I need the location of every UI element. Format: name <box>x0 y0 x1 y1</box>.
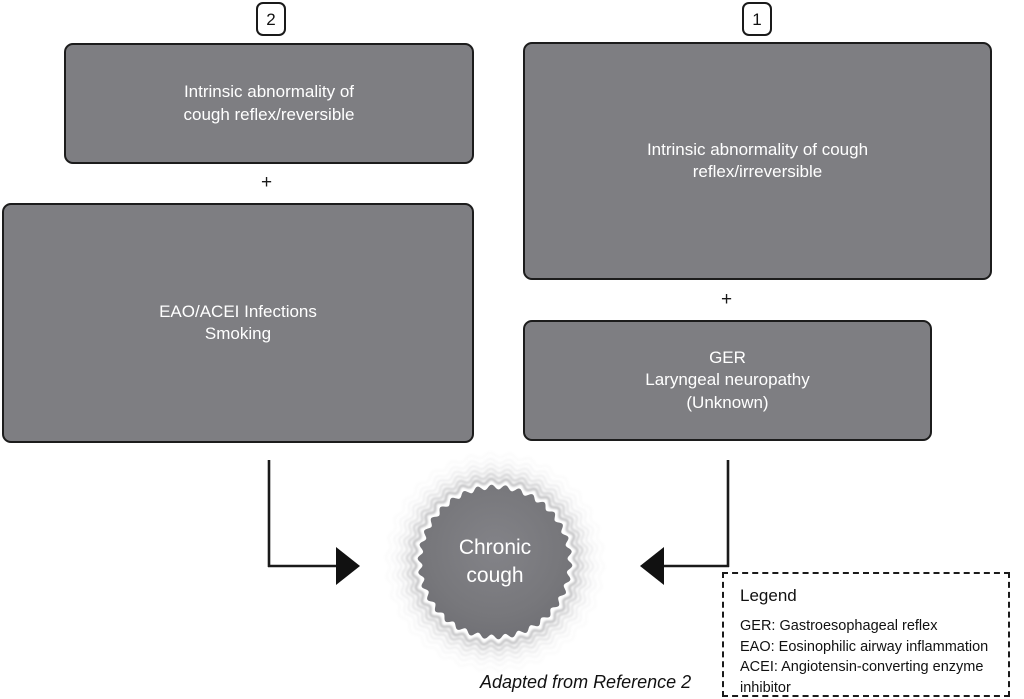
box-ger-laryngeal-neuropathy: GER Laryngeal neuropathy (Unknown) <box>523 320 932 441</box>
arrow-right-to-center <box>640 460 730 585</box>
pathway-badge-2-label: 2 <box>266 9 276 29</box>
pathway-badge-1-label: 1 <box>752 9 762 29</box>
figure-caption: Adapted from Reference 2 <box>480 672 692 692</box>
center-node-chronic-cough: Chronic cough <box>345 447 645 677</box>
chronic-cough-halo-icon <box>385 452 605 672</box>
box-intrinsic-irreversible-label: Intrinsic abnormality of cough reflex/ir… <box>646 139 869 181</box>
box-eao-acei-infections-smoking-label: EAO/ACEI Infections Smoking <box>159 301 317 343</box>
legend-entry-eao: EAO: Eosinophilic airway inflammation <box>740 638 989 655</box>
legend-entry-acei: ACEI: Angiotensin-converting enzyme inhi… <box>740 659 984 696</box>
box-ger-laryngeal-neuropathy-label: GER Laryngeal neuropathy (Unknown) <box>645 347 810 412</box>
pathway-badge-1: 1 <box>742 2 772 36</box>
pathway-badge-2: 2 <box>256 2 286 36</box>
plus-operator-left: + <box>261 172 273 193</box>
box-eao-acei-infections-smoking: EAO/ACEI Infections Smoking <box>2 203 474 443</box>
legend-box: Legend GER: Gastroesophageal reflex EAO:… <box>722 572 1010 697</box>
legend-entry-ger: GER: Gastroesophageal reflex <box>740 618 938 634</box>
box-intrinsic-reversible-label: Intrinsic abnormality of cough reflex/re… <box>183 82 355 124</box>
box-intrinsic-reversible: Intrinsic abnormality of cough reflex/re… <box>64 43 474 164</box>
legend-title: Legend <box>740 586 797 605</box>
plus-operator-right: + <box>721 289 733 310</box>
arrow-left-to-center <box>267 460 360 585</box>
box-intrinsic-irreversible: Intrinsic abnormality of cough reflex/ir… <box>523 42 992 280</box>
